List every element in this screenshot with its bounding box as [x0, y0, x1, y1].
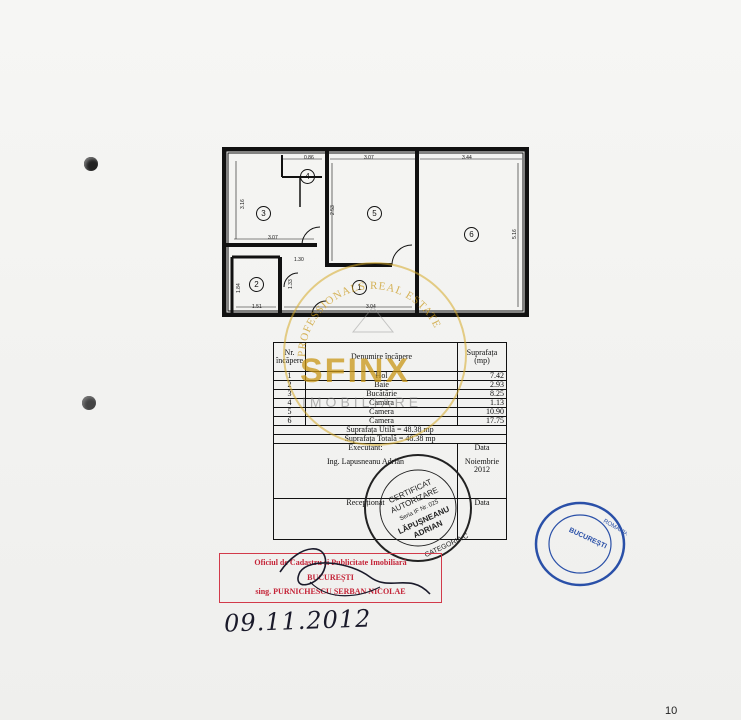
punch-hole-top: [84, 157, 98, 171]
room-number-3: 3: [256, 206, 271, 221]
executant-name: Ing. Lapusneanu Adrian: [326, 457, 405, 466]
svg-text:PROFESSIONALS REAL ESTATE: PROFESSIONALS REAL ESTATE: [296, 280, 443, 357]
room-number-5: 5: [367, 206, 382, 221]
authorization-stamp: CERTIFICAT AUTORIZARE Seria IF Nr. 025 L…: [364, 454, 472, 562]
room-number-2: 2: [249, 277, 264, 292]
ocpi-line3: sing. PURNICHESCU ȘERBAN NICOLAE: [255, 587, 406, 596]
dim-left-room2: 1.84: [236, 283, 242, 293]
watermark-pyramid-icon: [351, 306, 395, 333]
dim-left-room3: 3.16: [240, 199, 246, 209]
blue-stamp-center: BUCUREȘTI: [568, 527, 608, 551]
signature-scribble: [279, 548, 431, 597]
dim-hall: 1.30: [294, 257, 304, 263]
dim-bottom-left: 1.51: [252, 304, 262, 310]
watermark-circle: [283, 262, 467, 446]
ocpi-round-stamp: ROMÂNIA BUCUREȘTI: [534, 501, 627, 587]
dim-top-small: 0.86: [304, 155, 314, 161]
dim-right-room6: 5.16: [512, 229, 518, 239]
data2-cell: Data: [457, 498, 507, 540]
executant-row: Executant: Ing. Lapusneanu Adrian Data N…: [273, 443, 507, 499]
watermark-brand: SFINX: [300, 352, 411, 390]
data-value: Noiembrie 2012: [464, 457, 500, 474]
data-cell: Data Noiembrie 2012: [457, 443, 507, 499]
data-label: Data: [474, 443, 490, 452]
dim-room3-bottom: 3.07: [268, 235, 278, 241]
handwritten-date: 09.11.2012: [223, 604, 372, 638]
room-number-4: 4: [300, 169, 315, 184]
watermark-arc-text: PROFESSIONALS REAL ESTATE: [296, 280, 443, 357]
cell-suprafata: 17.75: [457, 416, 507, 426]
watermark-arc-label: PROFESSIONALS REAL ESTATE: [296, 280, 442, 357]
executant-label: Executant:: [348, 443, 383, 452]
room-number-6: 6: [464, 227, 479, 242]
dim-top-right: 3.44: [462, 155, 472, 161]
page-number: 10: [665, 705, 678, 717]
ocpi-line2: BUCUREȘTI: [307, 573, 354, 582]
dim-mid-room5: 2.53: [330, 205, 336, 215]
punch-hole-middle: [82, 396, 96, 410]
watermark-sub: IMOBILIARE: [302, 394, 423, 410]
dim-top-mid: 3.07: [364, 155, 374, 161]
